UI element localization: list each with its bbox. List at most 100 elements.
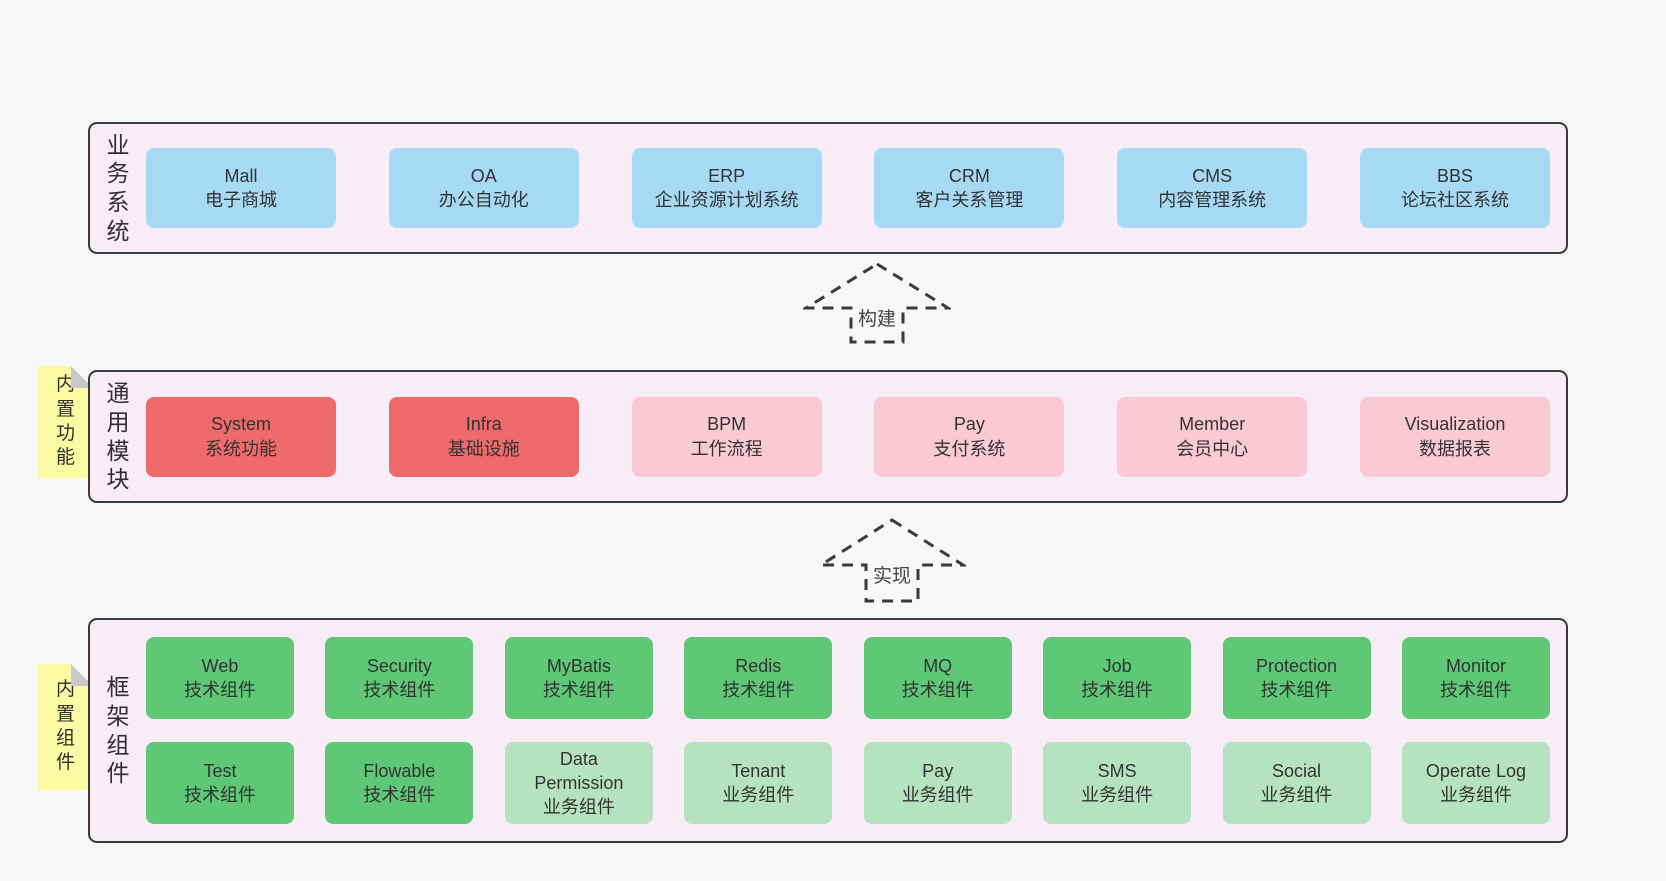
layer-components-label: 框架组件 [106,674,130,787]
box-monitor: Monitor 技术组件 [1401,637,1550,719]
box-web: Web 技术组件 [146,637,294,719]
box-pay-module-desc: 支付系统 [933,438,1006,459]
box-monitor-desc: 技术组件 [1439,680,1512,700]
arrow-implement: 实现 [818,517,966,604]
arrow-build-label: 构建 [855,304,899,331]
box-redis-desc: 技术组件 [722,680,795,700]
box-operate-log-name: Operate Log [1425,760,1526,781]
box-test: Test 技术组件 [146,742,294,824]
box-cms: CMS 内容管理系统 [1117,148,1308,228]
box-pay-component-desc: 业务组件 [901,785,974,805]
arrow-build-shape [803,262,951,344]
box-social-desc: 业务组件 [1260,785,1333,805]
module-boxes: System 系统功能 Infra 基础设施 BPM 工作流程 Pay 支付系统… [146,372,1566,501]
note-builtin-components: 内置组件 [38,664,93,790]
box-mybatis: MyBatis 技术组件 [504,637,653,719]
layer-business-systems: 业务系统 Mall 电子商城 OA 办公自动化 ERP 企业资源计划系统 CRM… [88,122,1568,254]
box-pay-component: Pay 业务组件 [863,742,1012,824]
box-flowable-desc: 技术组件 [363,785,436,805]
box-oa-name: OA [470,165,497,186]
box-protection: Protection 技术组件 [1222,637,1371,719]
box-tenant-name: Tenant [731,760,786,781]
box-job-name: Job [1102,655,1132,676]
box-infra-name: Infra [465,414,502,435]
box-oa-desc: 办公自动化 [438,190,529,210]
box-system-desc: 系统功能 [205,438,277,459]
box-web-desc: 技术组件 [184,680,256,700]
box-social: Social 业务组件 [1222,742,1371,824]
box-data-permission-name: Data Permission [534,748,624,793]
component-row-2: Test 技术组件 Flowable 技术组件 Data Permission … [146,742,1550,824]
box-system: System 系统功能 [146,396,336,477]
box-bbs-desc: 论坛社区系统 [1400,190,1509,210]
box-mybatis-desc: 技术组件 [542,680,615,700]
box-flowable: Flowable 技术组件 [325,742,474,824]
box-monitor-name: Monitor [1445,655,1506,676]
box-sms: SMS 业务组件 [1043,742,1192,824]
box-pay-component-name: Pay [922,760,954,781]
box-bbs: BBS 论坛社区系统 [1359,148,1550,228]
box-member-name: Member [1179,414,1246,435]
box-mybatis-name: MyBatis [546,655,611,676]
box-redis-name: Redis [735,655,782,676]
box-test-desc: 技术组件 [184,785,256,805]
component-rows: Web 技术组件 Security 技术组件 MyBatis 技术组件 Redi… [146,620,1566,841]
box-mq: MQ 技术组件 [863,637,1012,719]
note-builtin-components-label: 内置组件 [55,679,75,774]
arrow-implement-shape [818,518,966,603]
box-protection-desc: 技术组件 [1260,680,1333,700]
box-mall-name: Mall [224,165,258,186]
box-oa: OA 办公自动化 [388,148,579,228]
box-member: Member 会员中心 [1117,396,1308,477]
box-data-permission: Data Permission 业务组件 [504,742,653,824]
layer-modules-label-wrap: 通用模块 [90,372,146,501]
layer-business-label-wrap: 业务系统 [90,124,146,252]
layer-modules-label: 通用模块 [106,380,130,493]
box-visualization-desc: 数据报表 [1418,438,1491,459]
arrow-implement-label: 实现 [870,561,914,588]
box-visualization-name: Visualization [1404,414,1506,435]
box-sms-name: SMS [1097,760,1137,781]
box-tenant: Tenant 业务组件 [684,742,833,824]
layer-business-label: 业务系统 [106,131,130,244]
box-crm-desc: 客户关系管理 [915,190,1024,210]
component-row-1: Web 技术组件 Security 技术组件 MyBatis 技术组件 Redi… [146,637,1550,719]
box-infra: Infra 基础设施 [388,396,579,477]
box-crm: CRM 客户关系管理 [874,148,1065,228]
box-member-desc: 会员中心 [1176,438,1249,459]
box-erp: ERP 企业资源计划系统 [631,148,822,228]
business-boxes: Mall 电子商城 OA 办公自动化 ERP 企业资源计划系统 CRM 客户关系… [146,124,1566,252]
box-data-permission-desc: 业务组件 [542,797,615,818]
box-web-name: Web [201,655,239,676]
box-erp-name: ERP [708,165,746,186]
box-security: Security 技术组件 [325,637,474,719]
box-bpm-name: BPM [707,414,747,435]
box-cms-desc: 内容管理系统 [1158,190,1267,210]
box-system-name: System [210,414,271,435]
box-crm-name: CRM [948,165,990,186]
box-operate-log: Operate Log 业务组件 [1401,742,1550,824]
box-job: Job 技术组件 [1043,637,1192,719]
box-bbs-name: BBS [1436,165,1473,186]
box-sms-desc: 业务组件 [1081,785,1154,805]
note-builtin-features-label: 内置功能 [55,374,75,469]
box-mq-name: MQ [923,655,953,676]
layer-framework-components: 框架组件 Web 技术组件 Security 技术组件 MyBatis 技术组件… [88,618,1568,843]
box-visualization: Visualization 数据报表 [1359,396,1550,477]
box-tenant-desc: 业务组件 [722,785,795,805]
box-pay-module-name: Pay [953,414,985,435]
box-security-name: Security [366,655,432,676]
box-mall: Mall 电子商城 [146,148,336,228]
box-erp-desc: 企业资源计划系统 [654,190,799,210]
layer-components-label-wrap: 框架组件 [90,620,146,841]
arrow-build: 构建 [803,261,951,345]
box-security-desc: 技术组件 [363,680,436,700]
box-bpm-desc: 工作流程 [690,438,763,459]
box-job-desc: 技术组件 [1081,680,1154,700]
box-protection-name: Protection [1256,655,1338,676]
box-pay-module: Pay 支付系统 [874,396,1065,477]
box-operate-log-desc: 业务组件 [1439,785,1512,805]
box-social-name: Social [1272,760,1322,781]
box-flowable-name: Flowable [363,760,436,781]
box-test-name: Test [203,760,237,781]
